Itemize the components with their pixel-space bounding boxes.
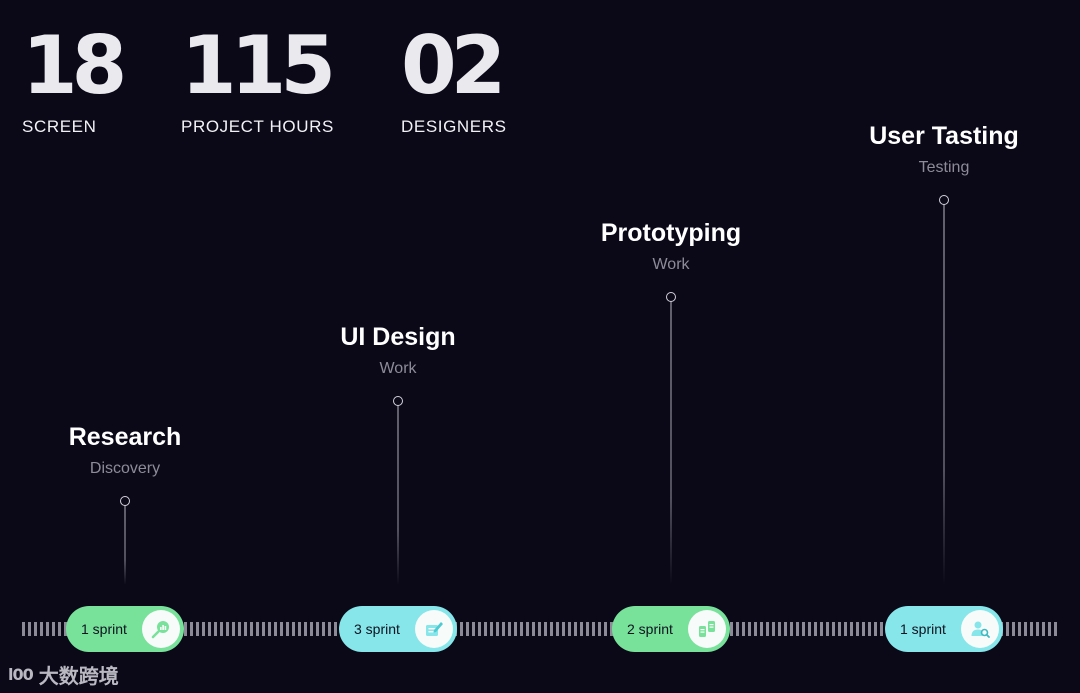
search-chart-icon [142,610,180,648]
stat-project-hours: 115 PROJECT HOURS [181,19,336,137]
sprint-label: 2 sprint [627,621,673,637]
stat-value: 02 [401,19,506,112]
phase-title: UI Design [340,323,456,351]
stat-label: DESIGNERS [401,117,507,136]
phase-marker-dot [393,396,403,406]
sprint-label: 1 sprint [81,621,127,637]
watermark-text: 大数跨境 [38,664,119,688]
phase-prototyping-header: Prototyping Work [601,219,741,275]
stat-value: 18 [22,19,127,112]
phase-subtitle: Discovery [89,460,161,477]
sprint-label: 3 sprint [354,621,400,637]
watermark-logo: l00 [8,665,34,684]
stat-screens: 18 SCREEN [22,19,127,137]
sprint-pill-ui-design[interactable]: 3 sprint [339,606,457,652]
phase-title: Prototyping [600,219,742,247]
stat-label: PROJECT HOURS [181,117,334,136]
phase-subtitle: Work [652,256,690,273]
phase-user-tasting-header: User Tasting Testing [869,122,1019,178]
stat-designers: 02 DESIGNERS [401,26,507,137]
timeline-track [22,622,1058,636]
stat-label: SCREEN [22,117,97,136]
watermark: l00 大数跨境 [8,660,119,689]
phase-research-header: Research Discovery [69,423,182,479]
phase-connector-line [670,297,672,585]
design-pen-icon [415,610,453,648]
phase-connector-line [124,501,126,585]
phase-title: Research [68,423,182,451]
phase-title: User Tasting [869,122,1019,150]
sprint-label: 1 sprint [900,621,946,637]
sprint-pill-research[interactable]: 1 sprint [66,606,184,652]
sprint-pill-user-tasting[interactable]: 1 sprint [885,606,1003,652]
user-search-icon [961,610,999,648]
phase-subtitle: Work [379,360,417,377]
phase-marker-dot [939,195,949,205]
phase-ui-design-header: UI Design Work [340,323,455,379]
phase-marker-dot [666,292,676,302]
sprint-pill-prototyping[interactable]: 2 sprint [612,606,730,652]
phase-connector-line [943,200,945,585]
phase-connector-line [397,401,399,585]
screens-icon [688,610,726,648]
phase-subtitle: Testing [918,159,970,176]
stat-value: 115 [181,19,336,112]
phase-marker-dot [120,496,130,506]
